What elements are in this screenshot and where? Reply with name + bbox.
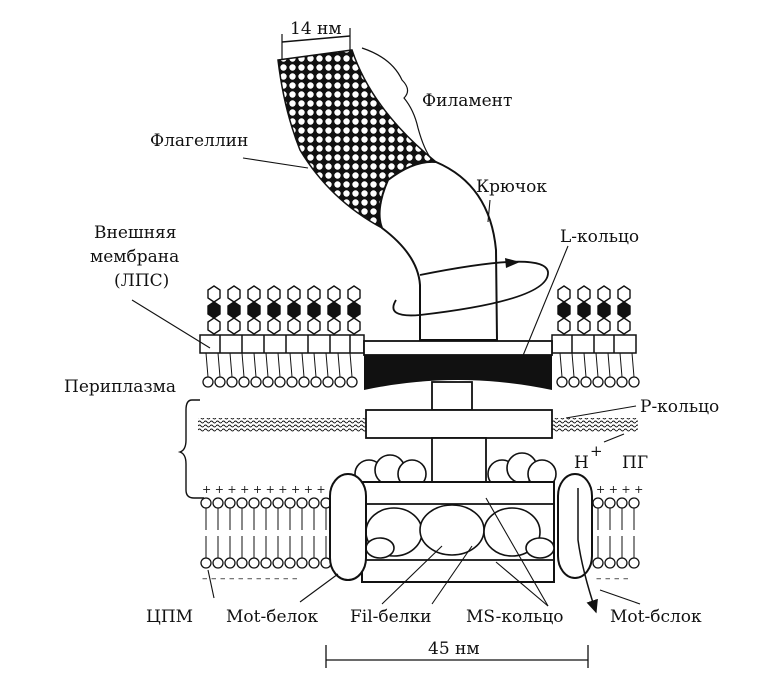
periplasm-label: Периплазма [64, 377, 176, 397]
peptidoglycan-label: ПГ [622, 453, 648, 473]
filament-width-dimension: 14 нм [281, 19, 351, 60]
flagellin-label: Флагеллин [150, 131, 248, 151]
peptidoglycan-layer [198, 418, 638, 432]
cytoplasmic-membrane: + + + + + + + + + + + + + + + – – – – – … [200, 483, 643, 585]
outer-membrane-label-3: (ЛПС) [114, 271, 169, 291]
svg-text:– – – –: – – – – [596, 572, 629, 585]
l-ring-label: L-кольцо [560, 227, 639, 247]
outer-membrane-label-1: Внешняя [94, 223, 176, 243]
svg-text:– – – – – – – – – – –: – – – – – – – – – – – [202, 572, 298, 585]
filament-width-label: 14 нм [290, 19, 342, 39]
filament-label: Филамент [422, 91, 512, 111]
filament-brace [361, 47, 433, 161]
outer-membrane-label-2: мембрана [90, 247, 179, 267]
membrane-charges: + + + + + + + + + + + + + + + – – – – – … [202, 483, 643, 585]
p-ring [365, 409, 553, 483]
mot-protein-right-label: Mot-бслок [610, 607, 702, 627]
l-ring [363, 340, 553, 411]
cpm-label: ЦПМ [146, 607, 193, 627]
svg-text:+ + + +: + + + + [596, 483, 643, 496]
lps-left [207, 285, 361, 335]
lps-right [557, 285, 631, 335]
proton-arrow [577, 488, 598, 614]
leader-lines [131, 157, 641, 607]
base-width-label: 45 нм [428, 639, 480, 659]
fil-proteins-label: Fil-белки [350, 607, 431, 627]
mot-protein-left [329, 473, 367, 581]
rotation-arrow [392, 258, 549, 317]
proton-label: H [574, 453, 589, 473]
proton-charge-label: + [590, 442, 603, 460]
ms-ring-label: MS-кольцо [466, 607, 564, 627]
svg-text:+ + + + + + + + + + +: + + + + + + + + + + + [202, 483, 338, 496]
p-ring-label: Р-кольцо [640, 397, 719, 417]
base-width-dimension [325, 645, 589, 668]
mot-protein-right [557, 473, 593, 579]
hook-label: Крючок [476, 177, 547, 197]
periplasm-bracket [177, 399, 204, 499]
fil-proteins [365, 504, 555, 559]
hook [378, 160, 499, 341]
mot-protein-left-label: Mot-белок [226, 607, 319, 627]
